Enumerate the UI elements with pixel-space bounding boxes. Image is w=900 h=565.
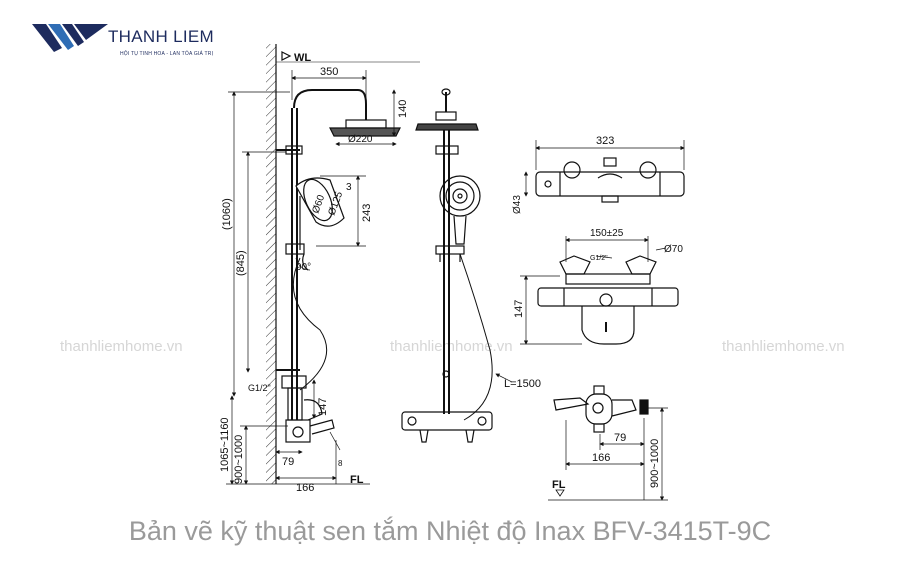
dim-d220: Ø220: [348, 134, 373, 145]
side-view: [266, 44, 420, 484]
dim-g12-front: G1/2": [590, 255, 608, 262]
dim-d70: Ø70: [664, 244, 683, 255]
dim-900-1000: 900~1000: [233, 435, 245, 484]
dim-147: 147: [317, 398, 329, 416]
dim-350: 350: [320, 66, 338, 78]
dim-3: 3: [346, 182, 352, 193]
dim-d43: Ø43: [512, 195, 523, 214]
brand-name: THANH LIEM: [108, 27, 214, 46]
dim-g12: G1/2": [248, 383, 271, 393]
watermark-right: thanhliemhome.vn: [722, 338, 845, 355]
brand-logo: THANH LIEM HỘI TỤ TINH HOA - LAN TỎA GIÁ…: [30, 18, 260, 68]
valve-front-view: [537, 255, 679, 345]
fl-label-valve: FL: [552, 479, 566, 491]
technical-drawing: WL 350 140 Ø220 (1060) (845) 243 Ø125 Ø6…: [219, 44, 685, 501]
watermark-left: thanhliemhome.vn: [60, 338, 183, 355]
dim-166: 166: [296, 482, 314, 494]
dim-243: 243: [361, 204, 373, 222]
dim-150: 150±25: [590, 228, 624, 239]
front-view: [401, 88, 493, 443]
wl-label: WL: [294, 52, 311, 64]
wl-marker-icon: [281, 51, 292, 61]
dim-845: (845): [235, 250, 247, 276]
dim-140: 140: [397, 100, 409, 118]
side-dimensions: [226, 70, 397, 485]
dim-166-valve: 166: [592, 452, 610, 464]
dim-8: 8: [338, 459, 343, 468]
valve-top-view: [535, 157, 685, 203]
dim-1065-1160: 1065~1160: [219, 417, 231, 472]
brand-tagline: HỘI TỤ TINH HOA - LAN TỎA GIÁ TRỊ: [120, 51, 214, 57]
drawing-caption: Bản vẽ kỹ thuật sen tắm Nhiệt độ Inax BF…: [128, 516, 772, 546]
dim-1060: (1060): [221, 198, 233, 230]
wall-hatch: [266, 44, 276, 484]
dim-79: 79: [282, 456, 294, 468]
watermark-center: thanhliemhome.vn: [390, 338, 513, 355]
fl-marker-icon: [555, 489, 565, 497]
logo-mark-icon: [32, 24, 108, 52]
valve-side-view: [553, 385, 649, 433]
dim-90: 90°: [296, 262, 311, 273]
hose-length: L=1500: [504, 378, 541, 390]
dim-323: 323: [596, 135, 614, 147]
dim-79-valve: 79: [614, 432, 626, 444]
dim-147-front: 147: [513, 300, 525, 318]
dim-900-1000-valve: 900~1000: [649, 439, 661, 488]
fl-label: FL: [350, 474, 364, 486]
